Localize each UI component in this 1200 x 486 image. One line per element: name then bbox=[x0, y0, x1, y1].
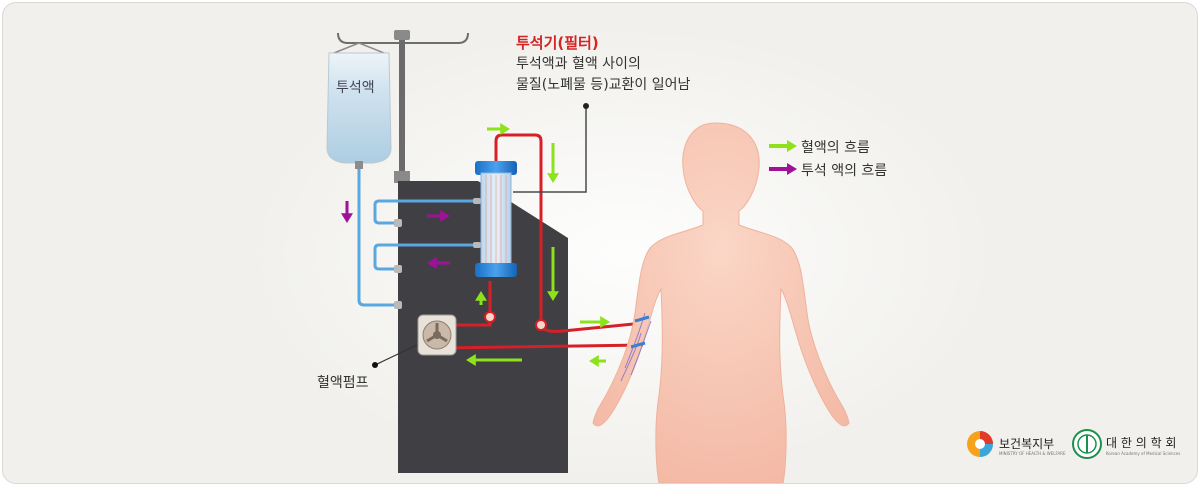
pump-label: 혈액펌프 bbox=[317, 375, 369, 391]
blood-port-left bbox=[484, 311, 496, 323]
filter-desc-line1: 투석액과 혈액 사이의 bbox=[516, 56, 641, 72]
blood-pump bbox=[417, 314, 457, 356]
academy-logo-icon bbox=[1072, 429, 1102, 459]
filter-pointer-dot bbox=[583, 103, 589, 109]
academy-logo-subtext: Korean Academy of Medical Sciences bbox=[1106, 451, 1181, 456]
academy-logo-text: 대 한 의 학 회 bbox=[1106, 436, 1177, 450]
dialysis-machine bbox=[398, 181, 568, 473]
blood-arrow-down-top bbox=[547, 143, 559, 183]
blood-arrow-to-pump bbox=[466, 354, 522, 366]
bag-label: 투석액 bbox=[336, 80, 375, 96]
needle-access bbox=[630, 315, 650, 349]
dialysate-arrow-right bbox=[427, 210, 450, 222]
blood-arrow-top-curve bbox=[487, 123, 510, 135]
blood-port-right bbox=[535, 319, 547, 331]
dialysate-bag bbox=[326, 42, 392, 169]
dialysate-arrow-down bbox=[341, 201, 353, 223]
pump-pointer-dot bbox=[372, 362, 378, 368]
legend-blood-flow-label: 혈액의 흐름 bbox=[801, 140, 870, 156]
dialysate-arrow-left bbox=[427, 257, 450, 269]
blood-arrow-up-filter bbox=[475, 291, 487, 305]
filter-desc-line2: 물질(노폐물 등)교환이 일어남 bbox=[516, 77, 691, 93]
dialysate-flow-arrows bbox=[341, 201, 450, 269]
blood-arrow-from-arm bbox=[589, 355, 606, 367]
blood-flow-arrows bbox=[466, 123, 610, 367]
iv-pole bbox=[337, 30, 469, 183]
patient-body bbox=[592, 122, 850, 483]
tube-connectors bbox=[394, 198, 481, 309]
blood-arrow-to-arm bbox=[580, 316, 610, 328]
legend-purple-arrow-icon bbox=[769, 163, 797, 175]
pump-pointer-line bbox=[374, 344, 418, 366]
dialyzer-filter bbox=[475, 161, 517, 277]
filter-pointer-line bbox=[513, 106, 587, 193]
dialysis-diagram bbox=[243, 23, 1102, 483]
ministry-logo-subtext: MINISTRY OF HEALTH & WELFARE bbox=[999, 451, 1066, 456]
legend-dialysate-flow-label: 투석 액의 흐름 bbox=[801, 163, 888, 179]
legend-green-arrow-icon bbox=[769, 140, 797, 152]
filter-title: 투석기(필터) bbox=[516, 34, 599, 52]
ministry-logo-text: 보건복지부 bbox=[999, 437, 1055, 451]
dialysate-tubes bbox=[357, 169, 479, 307]
ministry-logo-icon bbox=[967, 431, 993, 457]
blood-arrow-down-machine bbox=[547, 247, 559, 301]
